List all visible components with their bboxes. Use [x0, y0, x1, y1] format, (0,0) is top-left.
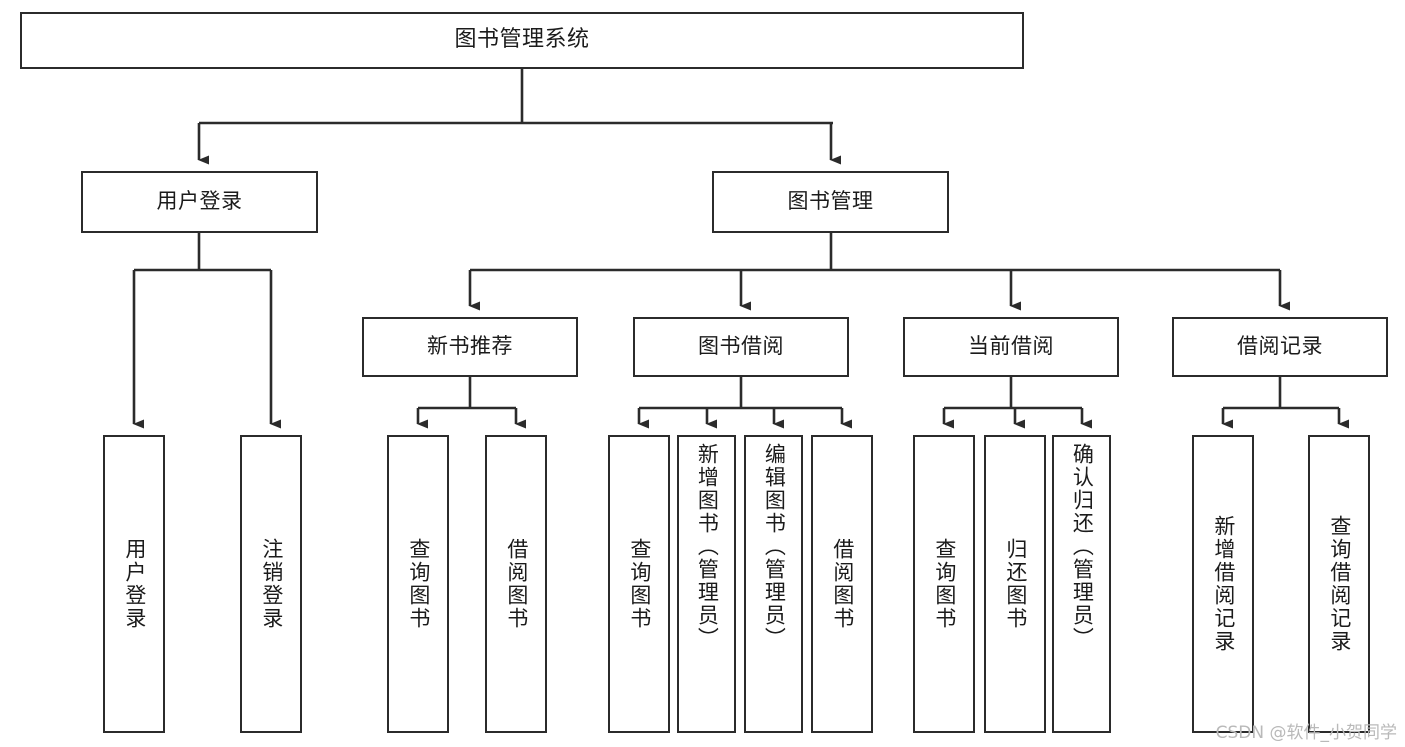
- node-label: 用户登录: [122, 538, 147, 630]
- node-label: 查询图书: [932, 538, 957, 630]
- node-label: 查询图书: [627, 538, 652, 630]
- node-leaf-logout[interactable]: 注销登录: [240, 435, 302, 733]
- node-leaf-edit-book[interactable]: 编辑图书（管理员）: [744, 435, 803, 733]
- node-label: 图书管理系统: [454, 27, 590, 53]
- node-label: 确认归还（管理员）: [1070, 443, 1095, 650]
- node-label: 借阅图书: [830, 538, 855, 630]
- node-label: 借阅图书: [504, 538, 529, 630]
- node-label: 查询图书: [406, 538, 431, 630]
- node-label: 新书推荐: [427, 334, 513, 359]
- node-root-system[interactable]: 图书管理系统: [20, 12, 1024, 69]
- node-label: 查询借阅记录: [1327, 515, 1352, 653]
- node-leaf-query-book-1[interactable]: 查询图书: [387, 435, 449, 733]
- node-leaf-user-login[interactable]: 用户登录: [103, 435, 165, 733]
- node-borrow-record[interactable]: 借阅记录: [1172, 317, 1388, 377]
- node-label: 当前借阅: [968, 334, 1054, 359]
- node-book-borrow[interactable]: 图书借阅: [633, 317, 849, 377]
- node-leaf-return-book[interactable]: 归还图书: [984, 435, 1046, 733]
- node-label: 新增图书（管理员）: [695, 443, 720, 650]
- node-leaf-borrow-book-2[interactable]: 借阅图书: [811, 435, 873, 733]
- node-leaf-add-book[interactable]: 新增图书（管理员）: [677, 435, 736, 733]
- node-label: 编辑图书（管理员）: [762, 443, 787, 650]
- node-leaf-query-borrow-record[interactable]: 查询借阅记录: [1308, 435, 1370, 733]
- node-leaf-query-book-3[interactable]: 查询图书: [913, 435, 975, 733]
- node-label: 图书管理: [787, 189, 874, 214]
- node-label: 归还图书: [1003, 538, 1028, 630]
- node-leaf-add-borrow-record[interactable]: 新增借阅记录: [1192, 435, 1254, 733]
- node-book-manage[interactable]: 图书管理: [712, 171, 949, 233]
- node-leaf-query-book-2[interactable]: 查询图书: [608, 435, 670, 733]
- node-new-book-recommend[interactable]: 新书推荐: [362, 317, 578, 377]
- node-label: 注销登录: [259, 538, 284, 630]
- node-current-borrow[interactable]: 当前借阅: [903, 317, 1119, 377]
- node-leaf-borrow-book-1[interactable]: 借阅图书: [485, 435, 547, 733]
- node-user-login[interactable]: 用户登录: [81, 171, 318, 233]
- node-label: 图书借阅: [698, 334, 784, 359]
- node-label: 用户登录: [156, 189, 243, 214]
- node-leaf-confirm-return[interactable]: 确认归还（管理员）: [1052, 435, 1111, 733]
- node-label: 新增借阅记录: [1211, 515, 1236, 653]
- node-label: 借阅记录: [1237, 334, 1323, 359]
